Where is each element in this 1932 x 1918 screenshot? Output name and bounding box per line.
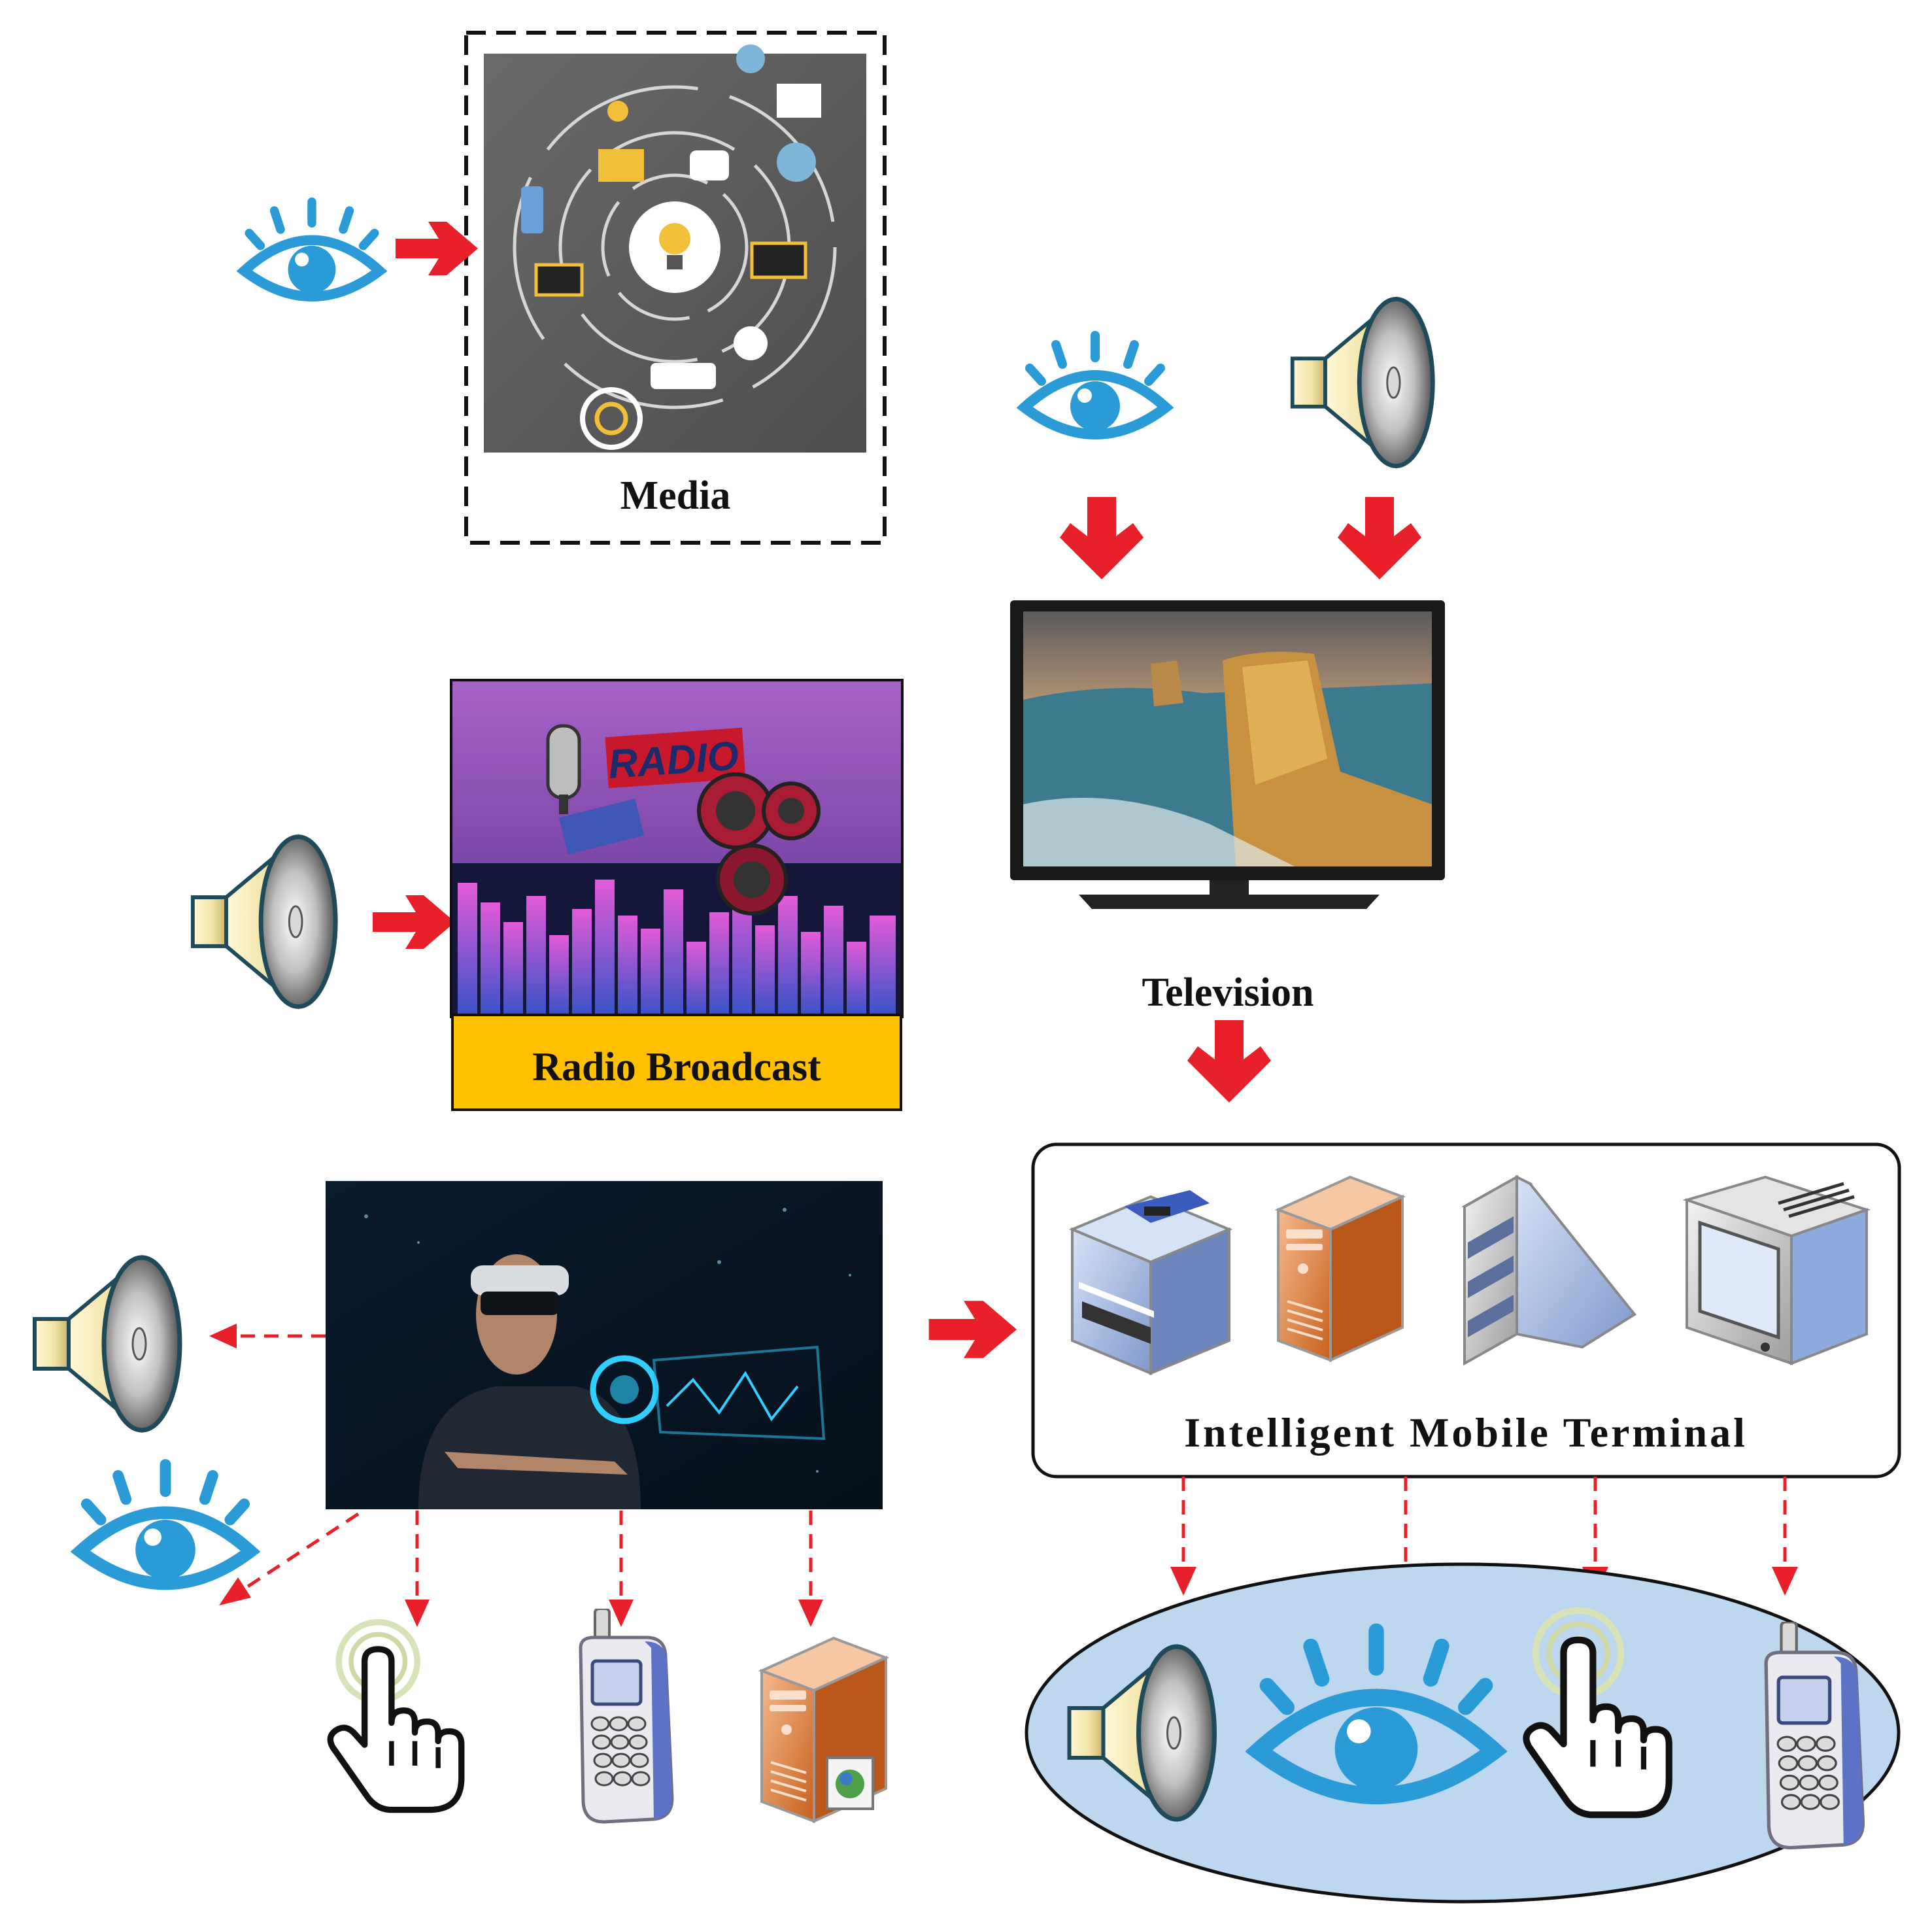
mobile-phone-icon: [1766, 1622, 1863, 1847]
television-label: Television: [1142, 970, 1314, 1015]
touch-hand-icon: [330, 1622, 461, 1810]
media-label: Media: [620, 473, 731, 518]
dashed-red-arrow: [219, 1512, 360, 1605]
speaker-icon: [35, 1258, 180, 1430]
vr-headset-image: [326, 1181, 883, 1509]
dashed-red-arrow: [405, 1511, 430, 1627]
dashed-red-arrow: [209, 1324, 326, 1348]
file-cabinet-icon: [1461, 1174, 1636, 1366]
red-arrow-right: [373, 895, 455, 949]
television-node: Television: [1010, 600, 1445, 1015]
eye-icon: [245, 202, 380, 297]
red-arrow-down: [1338, 497, 1421, 579]
red-arrow-down: [1187, 1020, 1271, 1103]
radio-broadcast-node: RADIO Radio Broadcast: [450, 679, 904, 1111]
crt-monitor-icon: [1682, 1175, 1871, 1365]
speaker-icon: [1293, 299, 1433, 466]
red-arrow-down: [1060, 497, 1144, 579]
dashed-red-arrow: [1772, 1477, 1798, 1596]
speaker-icon: [193, 837, 335, 1007]
media-image: [484, 44, 866, 453]
intelligent-mobile-terminal-node: Intelligent Mobile Terminal: [1031, 1142, 1901, 1479]
server-icon: [1278, 1177, 1402, 1360]
radio-banner: [451, 1014, 902, 1111]
printer-icon: [1068, 1190, 1233, 1375]
eye-icon: [1025, 335, 1166, 434]
dashed-red-arrow: [1170, 1477, 1196, 1596]
dashed-red-arrow: [798, 1511, 823, 1627]
senses-ellipse: [1025, 1562, 1901, 1904]
media-node: Media: [464, 31, 887, 545]
dashed-red-arrow: [609, 1511, 634, 1627]
server-icon: [760, 1637, 887, 1823]
mobile-phone-icon: [581, 1609, 672, 1822]
red-arrow-right: [928, 1301, 1017, 1358]
eye-icon: [80, 1465, 250, 1584]
radio-broadcast-label: Radio Broadcast: [532, 1045, 821, 1089]
intelligent-mobile-terminal-label: Intelligent Mobile Terminal: [1184, 1409, 1748, 1456]
